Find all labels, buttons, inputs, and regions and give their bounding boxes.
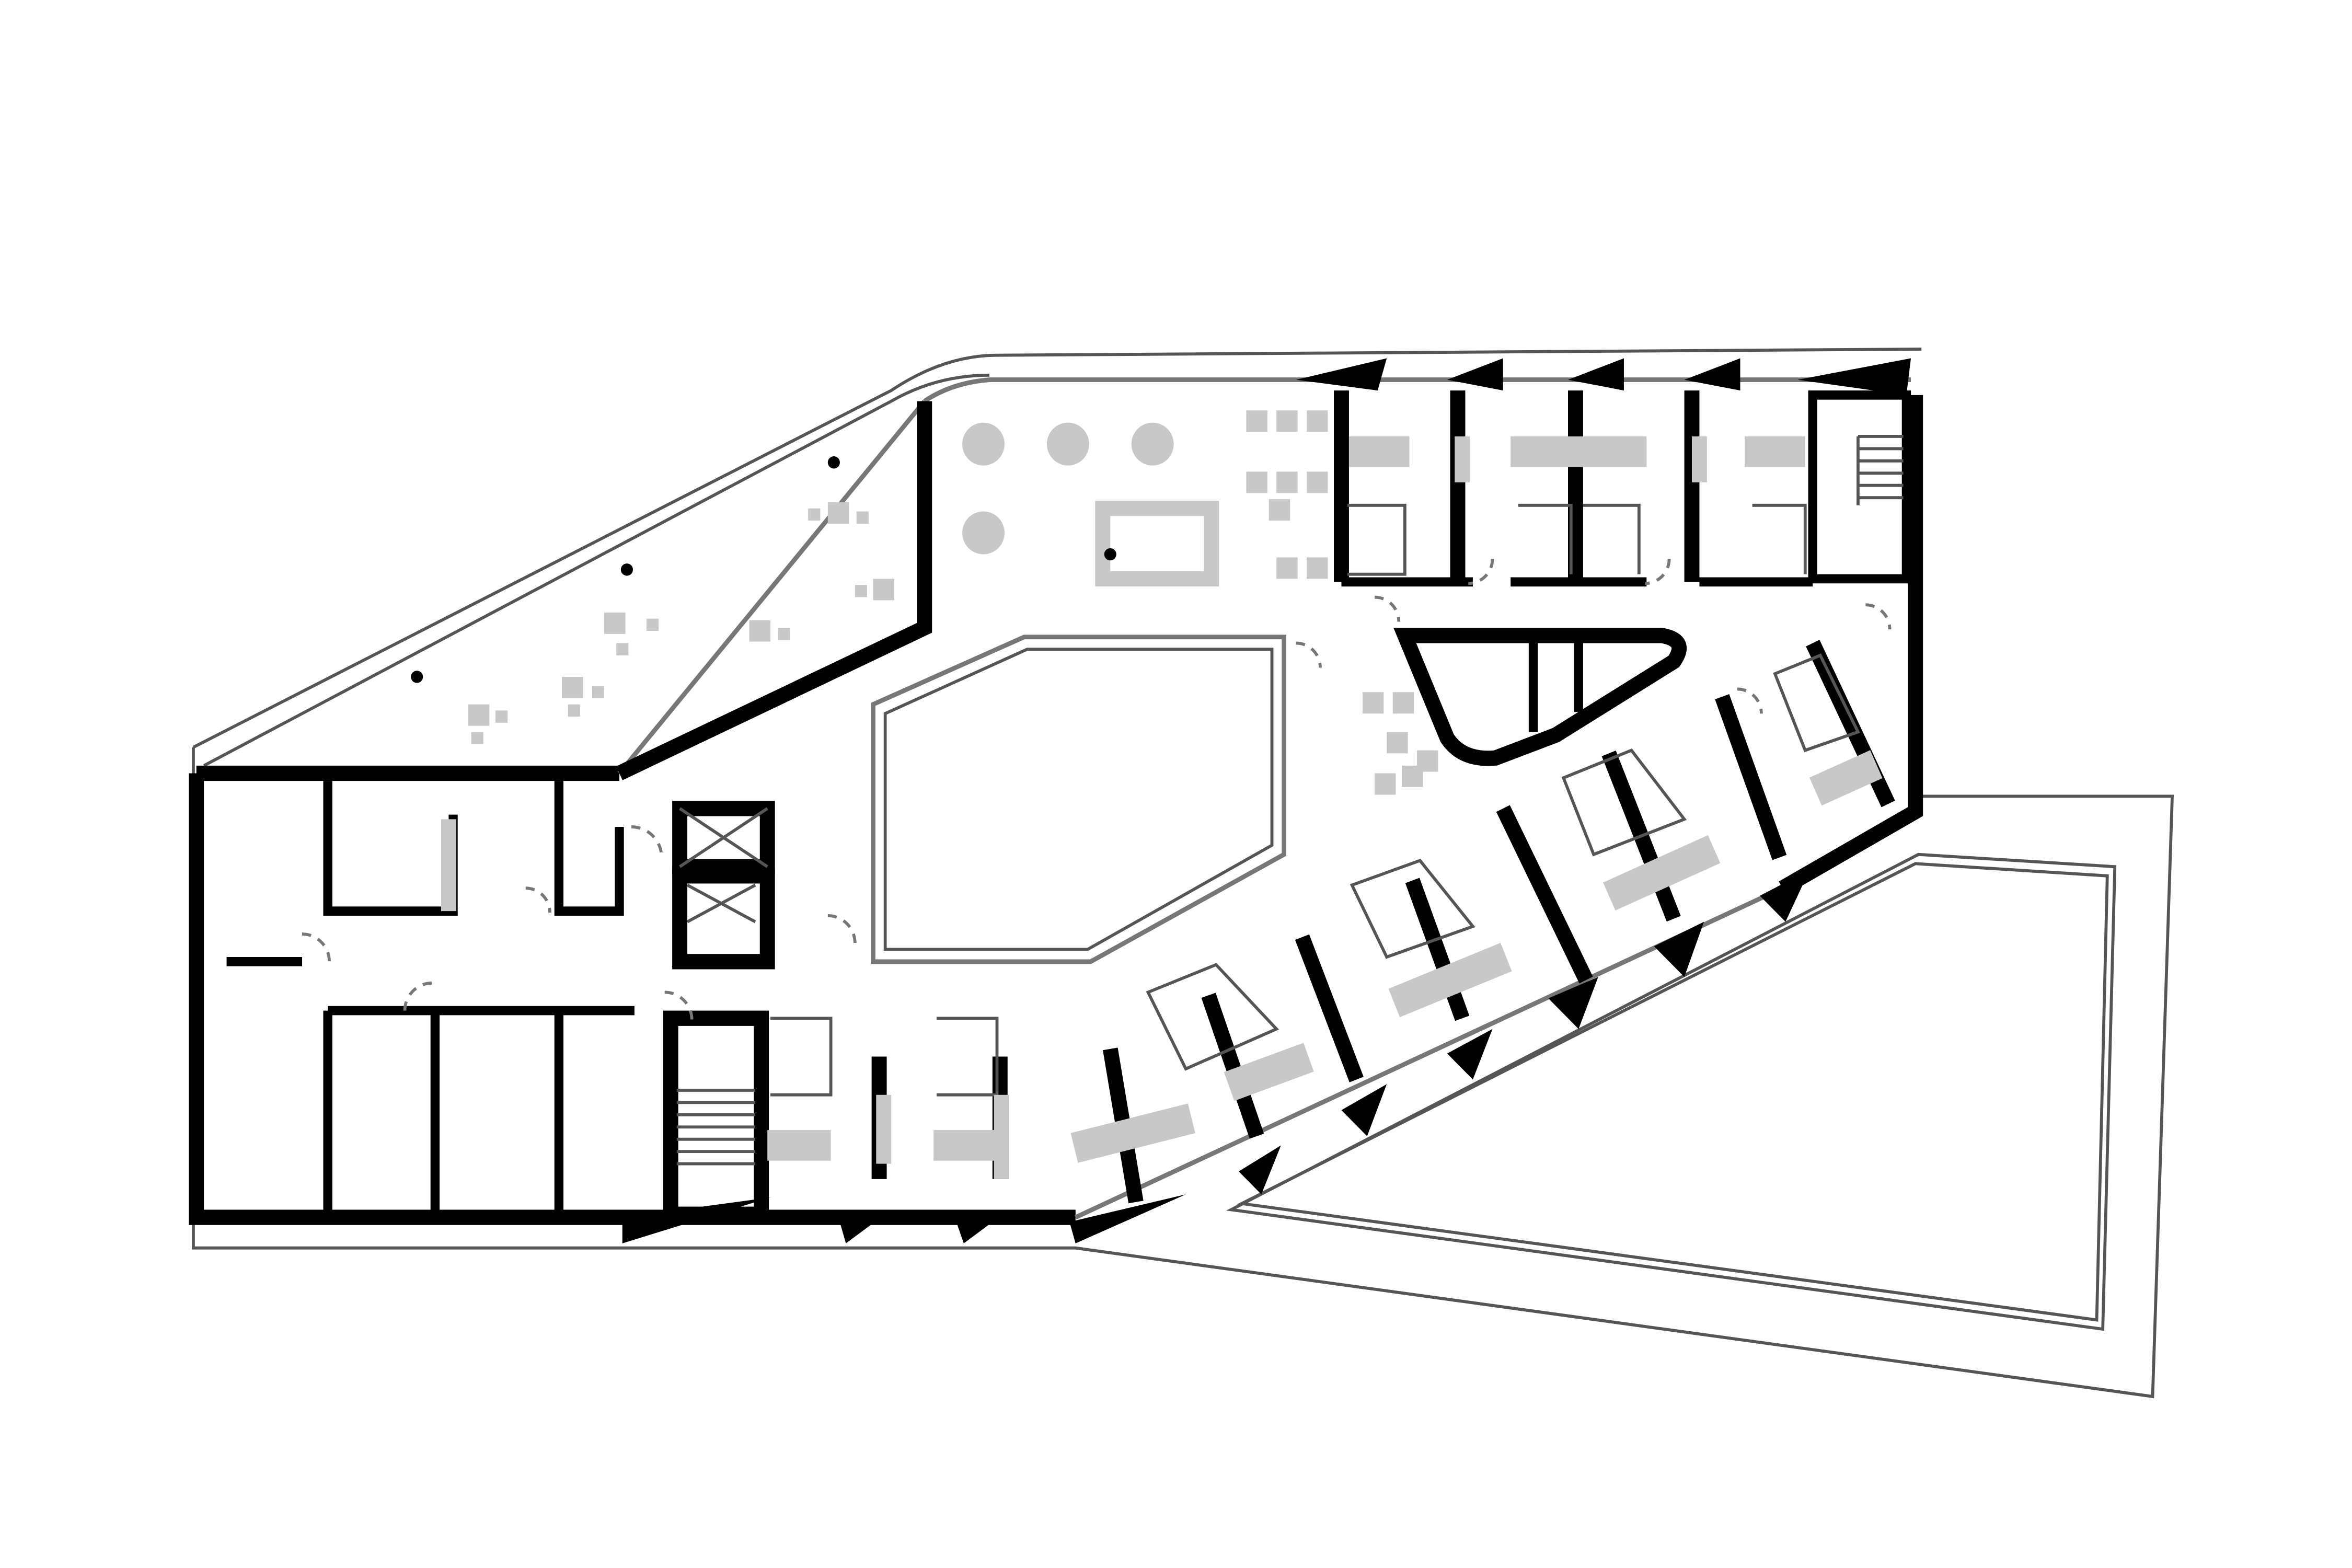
- south-terrace: [1226, 852, 2117, 1331]
- north-rooms: [1334, 390, 1813, 587]
- west-wing: [226, 781, 635, 1218]
- south-rooms-east: [1070, 640, 1895, 1204]
- stair-sw: [663, 1010, 769, 1222]
- south-rooms-west: [767, 1017, 1009, 1179]
- lift-core: [672, 801, 775, 970]
- exterior-walls: [189, 377, 1923, 1225]
- north-window-wedges: [1296, 358, 1911, 395]
- door-swings: [631, 559, 1892, 1020]
- north-lounge: [411, 401, 932, 780]
- dining-area: [962, 410, 1328, 587]
- courtyard: [871, 635, 1286, 964]
- central-pod: [1362, 628, 1687, 795]
- stair-ne: [1808, 390, 1911, 584]
